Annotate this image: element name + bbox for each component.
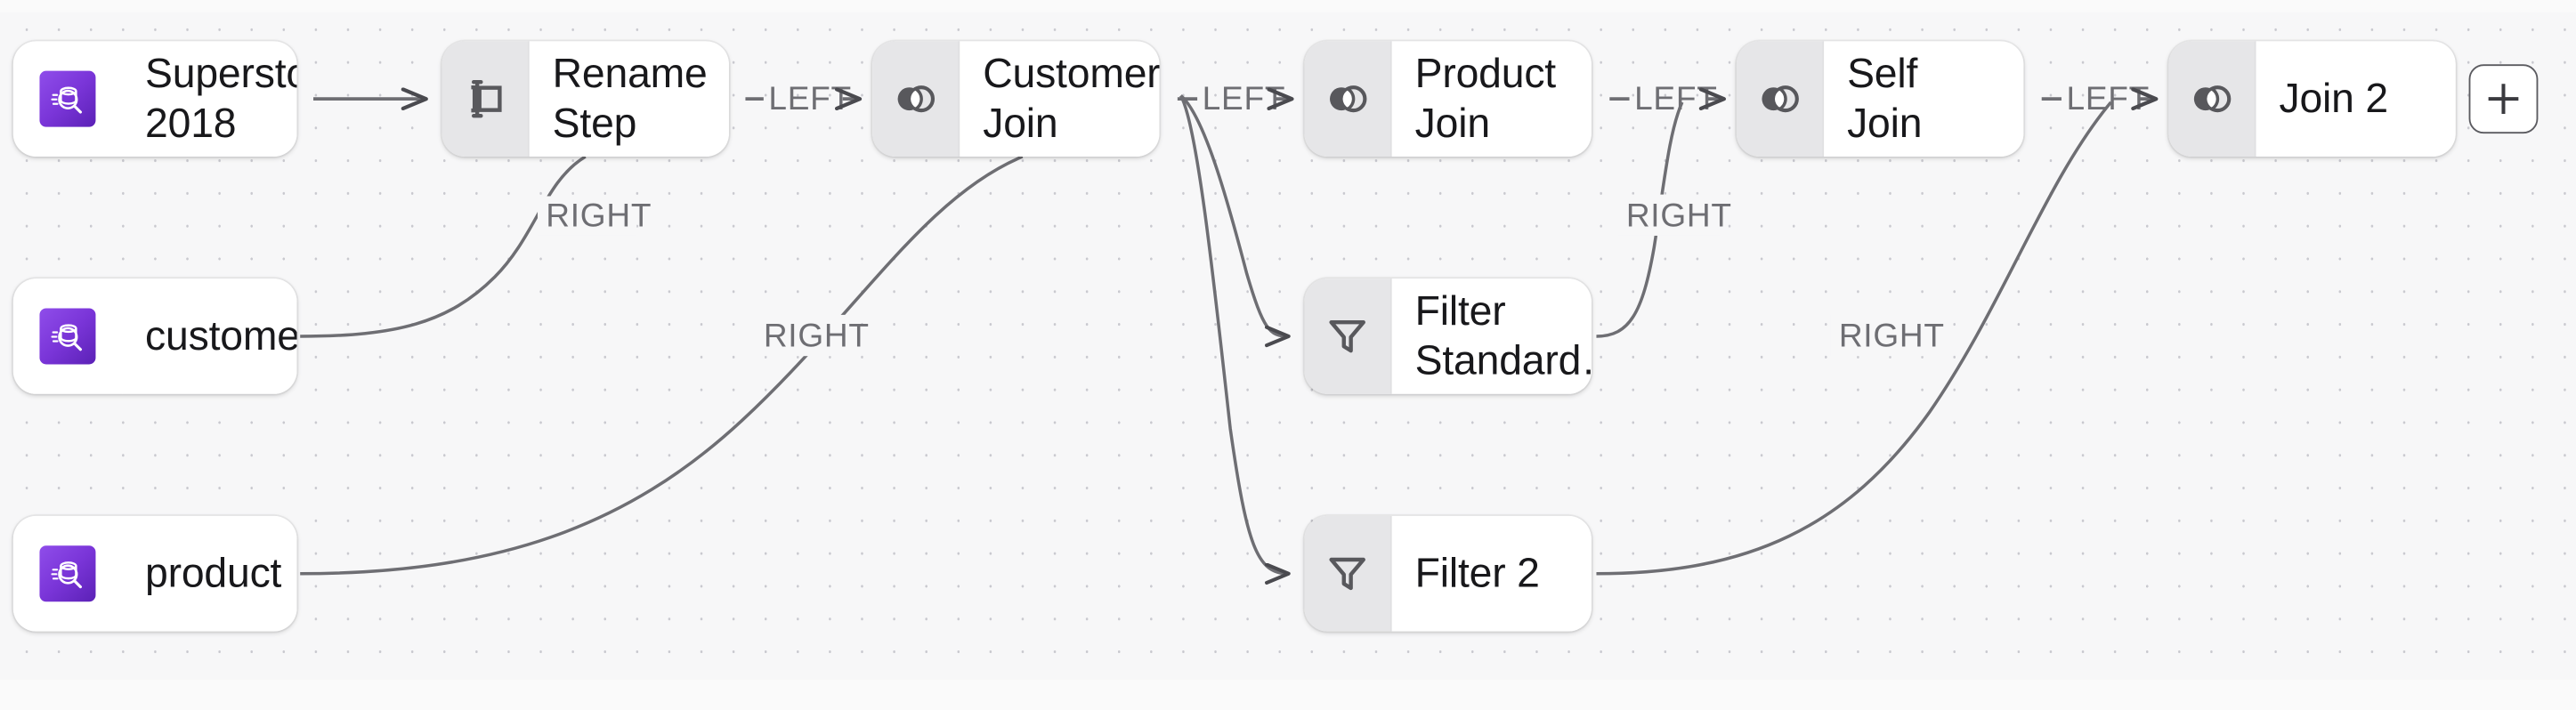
node-label: Self Join (1824, 41, 2024, 157)
node-filter-standard[interactable]: Filter Standard… (1304, 278, 1592, 394)
edge-customer-join-to-product-join-left[interactable]: LEFT (1177, 79, 1292, 117)
node-product-join[interactable]: Product Join (1304, 41, 1592, 157)
node-superstore-2018[interactable]: Superstore 2018 (12, 41, 297, 157)
node-label: customer (122, 278, 297, 394)
edge-label-left-2: LEFT (1203, 79, 1286, 117)
node-label-line1: Self Join (1847, 50, 1923, 147)
node-label-line1: Filter (1414, 287, 1506, 335)
node-icon-wrap (2168, 41, 2256, 157)
node-icon-wrap (1304, 278, 1392, 394)
join-icon (2193, 85, 2232, 113)
node-icon-wrap (1304, 515, 1392, 632)
node-rename-step[interactable]: Rename Step (441, 41, 729, 157)
edge-label-right-3: RIGHT (1626, 196, 1732, 233)
node-label: product (122, 515, 297, 632)
rename-icon (471, 79, 502, 118)
edge-filter-standard-to-self-join-right[interactable]: RIGHT (1596, 101, 1732, 338)
filter-icon (1329, 320, 1365, 353)
add-step-button[interactable] (2468, 64, 2539, 134)
edge-rename-to-customer-join-left[interactable]: LEFT (745, 79, 859, 117)
edge-customer-join-to-filter-standard[interactable] (1179, 94, 1288, 336)
edge-filter-2-to-join-2-right[interactable]: RIGHT (1596, 101, 2112, 576)
node-label-line1: Join 2 (2279, 75, 2389, 122)
edge-customer-to-rename-right[interactable]: RIGHT (300, 155, 652, 338)
node-self-join[interactable]: Self Join (1736, 41, 2024, 157)
data-source-icon (39, 308, 96, 365)
data-source-icon (39, 545, 96, 602)
node-label-line1: Product Join (1414, 50, 1557, 147)
edge-customer-join-to-filter-2[interactable] (1179, 94, 1288, 573)
node-join-2[interactable]: Join 2 (2168, 41, 2456, 157)
node-label-line2: Standard… (1414, 337, 1592, 384)
edge-label-left-3: LEFT (1634, 79, 1718, 117)
node-customer[interactable]: customer (12, 278, 297, 394)
node-label-line1: customer (145, 312, 297, 359)
node-label-line2: 2018 (145, 101, 237, 147)
join-icon (897, 85, 936, 113)
edge-label-right-2: RIGHT (764, 317, 870, 354)
node-label-line1: Superstore (145, 50, 296, 97)
node-icon-wrap (1736, 41, 1825, 157)
edge-label-right-1: RIGHT (546, 196, 652, 233)
edge-product-to-customer-join-right[interactable]: RIGHT (300, 155, 1024, 576)
node-icon-wrap (12, 515, 123, 632)
node-label-line1: Customer Join (983, 50, 1160, 147)
node-customer-join[interactable]: Customer Join (872, 41, 1160, 157)
node-filter-2[interactable]: Filter 2 (1304, 515, 1592, 632)
node-label: Filter Standard… (1391, 278, 1592, 394)
edge-label-right-4: RIGHT (1839, 317, 1945, 354)
node-label-line1: Rename Step (552, 50, 708, 147)
node-label-line1: Filter 2 (1414, 550, 1540, 597)
filter-icon (1329, 557, 1365, 591)
node-label: Filter 2 (1391, 515, 1592, 632)
edge-self-join-to-join-2-left[interactable]: LEFT (2041, 79, 2156, 117)
node-icon-wrap (441, 41, 530, 157)
join-icon (1762, 85, 1799, 113)
node-label: Join 2 (2256, 41, 2456, 157)
node-icon-wrap (12, 41, 123, 157)
edge-product-join-to-self-join-left[interactable]: LEFT (1609, 79, 1723, 117)
node-product[interactable]: product (12, 515, 297, 632)
node-icon-wrap (12, 278, 123, 394)
edge-label-left-1: LEFT (768, 79, 852, 117)
join-icon (1330, 85, 1367, 113)
data-source-icon (39, 70, 96, 127)
node-label: Customer Join (960, 41, 1160, 157)
node-label: Product Join (1391, 41, 1592, 157)
node-label-line1: product (145, 550, 282, 597)
plus-icon (2488, 84, 2519, 115)
node-label: Superstore 2018 (122, 41, 297, 157)
edge-label-left-4: LEFT (2066, 79, 2150, 117)
node-icon-wrap (872, 41, 960, 157)
node-label: Rename Step (529, 41, 729, 157)
node-icon-wrap (1304, 41, 1392, 157)
